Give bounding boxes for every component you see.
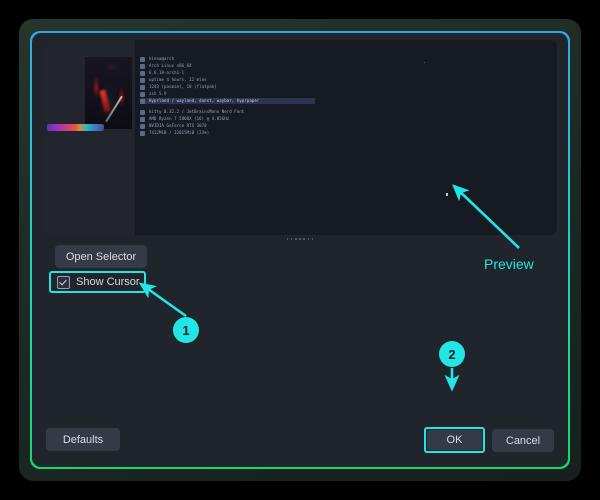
mouse-cursor-marker: [446, 193, 448, 196]
annotation-badge-1: 1: [173, 317, 199, 343]
info-text: 7412MiB / 32015MiB (23%): [149, 130, 210, 136]
info-row-selected: Hyprland / wayland, dunst, waybar, hyprp…: [140, 97, 315, 105]
cancel-button[interactable]: Cancel: [492, 429, 554, 452]
preview-area[interactable]: hinoa@arch Arch Linux x86_64 6.6.10-arch…: [43, 40, 557, 235]
handle-dot: [311, 238, 314, 240]
info-text: zsh 5.9: [149, 91, 167, 97]
terminal-color-palette: [47, 124, 104, 131]
show-cursor-checkbox-row[interactable]: Show Cursor: [49, 271, 146, 293]
distro-icon: [140, 63, 145, 69]
defaults-button[interactable]: Defaults: [46, 428, 120, 451]
handle-dot: [307, 238, 310, 240]
shell-icon: [140, 91, 145, 97]
info-text: NVIDIA GeForce RTX 3070: [149, 123, 207, 129]
info-row: NVIDIA GeForce RTX 3070: [140, 123, 315, 129]
info-text: kitty 0.32.2 / JetBrainsMono Nerd Font: [149, 109, 245, 115]
info-row: 1243 (pacman), 18 (flatpak): [140, 84, 315, 90]
art-red-glow: [99, 89, 111, 113]
cpu-icon: [140, 116, 145, 122]
show-cursor-checkbox[interactable]: [57, 275, 70, 289]
screenshot-settings-dialog: hinoa@arch Arch Linux x86_64 6.6.10-arch…: [32, 33, 568, 467]
info-row: kitty 0.32.2 / JetBrainsMono Nerd Font: [140, 109, 315, 115]
terminal-character-artwork: [85, 57, 132, 129]
handle-dot: [286, 238, 289, 240]
info-text: hinoa@arch: [149, 56, 175, 62]
memory-icon: [140, 130, 145, 136]
info-row: zsh 5.9: [140, 91, 315, 97]
handle-dot: [303, 238, 305, 240]
handle-dot: [290, 238, 293, 240]
info-text: Arch Linux x86_64: [149, 63, 192, 69]
terminal-marker-dot: [424, 62, 425, 63]
info-row: AMD Ryzen 7 5800X (16) @ 4.85GHz: [140, 116, 315, 122]
info-text: 1243 (pacman), 18 (flatpak): [149, 84, 217, 90]
info-text: AMD Ryzen 7 5800X (16) @ 4.85GHz: [149, 116, 230, 122]
info-row: uptime 4 hours, 12 mins: [140, 77, 315, 83]
terminal-icon: [140, 109, 145, 115]
handle-dot: [299, 238, 301, 240]
show-cursor-label: Show Cursor: [76, 276, 140, 288]
info-row: 6.6.10-arch1-1: [140, 70, 315, 76]
ok-button-highlight: OK: [424, 427, 485, 453]
info-text: Hyprland / wayland, dunst, waybar, hyprp…: [149, 98, 260, 104]
gpu-icon: [140, 123, 145, 129]
preview-drag-handle[interactable]: [32, 238, 568, 240]
ok-button[interactable]: OK: [427, 430, 482, 450]
info-row: 7412MiB / 32015MiB (23%): [140, 130, 315, 136]
handle-dot: [295, 238, 297, 240]
uptime-icon: [140, 77, 145, 83]
kernel-icon: [140, 70, 145, 76]
preview-callout-label: Preview: [484, 256, 534, 272]
open-selector-button[interactable]: Open Selector: [55, 245, 147, 268]
packages-icon: [140, 84, 145, 90]
wm-icon: [140, 98, 145, 104]
neofetch-info-block: hinoa@arch Arch Linux x86_64 6.6.10-arch…: [140, 56, 315, 137]
info-row: Arch Linux x86_64: [140, 63, 315, 69]
info-text: 6.6.10-arch1-1: [149, 70, 185, 76]
user-icon: [140, 56, 145, 62]
info-text: uptime 4 hours, 12 mins: [149, 77, 207, 83]
annotation-badge-2: 2: [439, 341, 465, 367]
info-row: hinoa@arch: [140, 56, 315, 62]
